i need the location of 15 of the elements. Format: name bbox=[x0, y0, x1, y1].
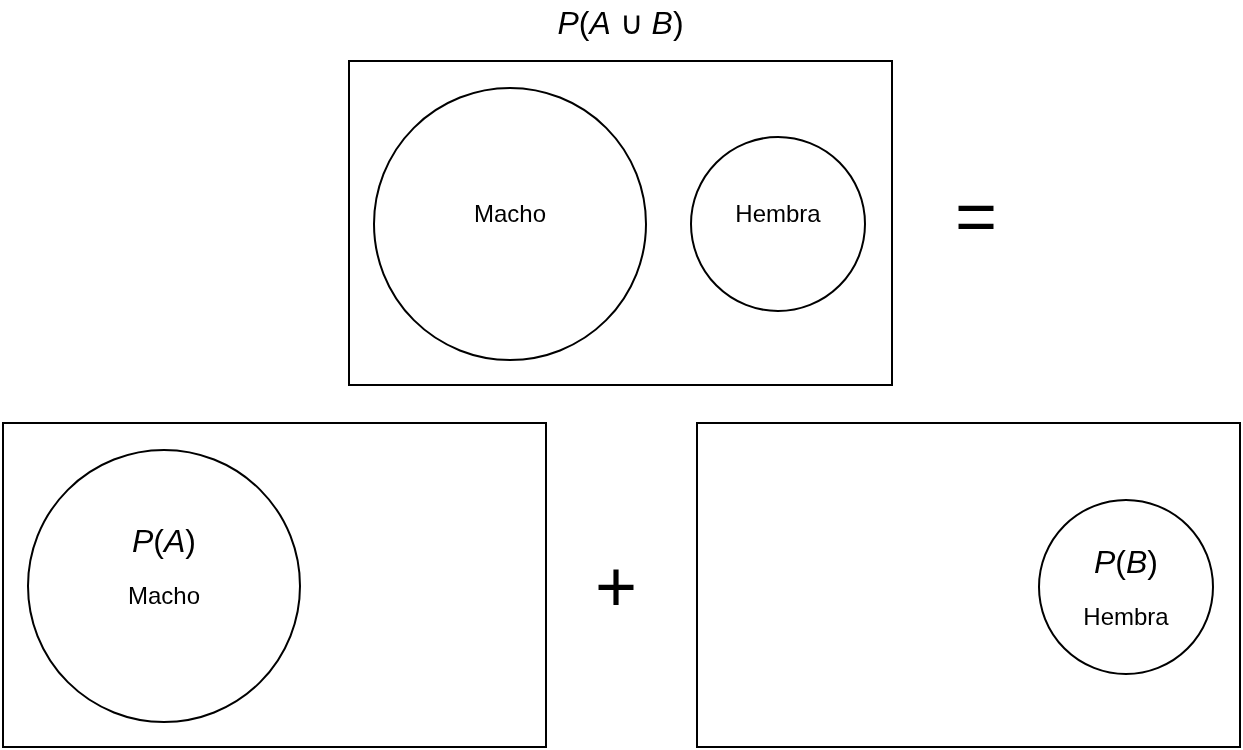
probability-label: P(A) bbox=[132, 522, 196, 560]
plus-sign: + bbox=[595, 550, 638, 622]
set-label: Macho bbox=[473, 200, 546, 228]
set-circle bbox=[27, 449, 301, 723]
set-circle bbox=[373, 87, 647, 361]
set-label: Hembra bbox=[735, 200, 821, 228]
sample-space-box bbox=[2, 422, 547, 748]
sample-space-box bbox=[696, 422, 1241, 748]
set-circle bbox=[1038, 499, 1214, 675]
probability-heading: P(A ∪ B) bbox=[557, 4, 684, 42]
probability-label: P(B) bbox=[1094, 543, 1158, 581]
set-label: Hembra bbox=[1083, 602, 1169, 631]
set-circle bbox=[690, 136, 866, 312]
set-label: Macho bbox=[127, 581, 200, 610]
equals-sign: = bbox=[955, 180, 998, 252]
